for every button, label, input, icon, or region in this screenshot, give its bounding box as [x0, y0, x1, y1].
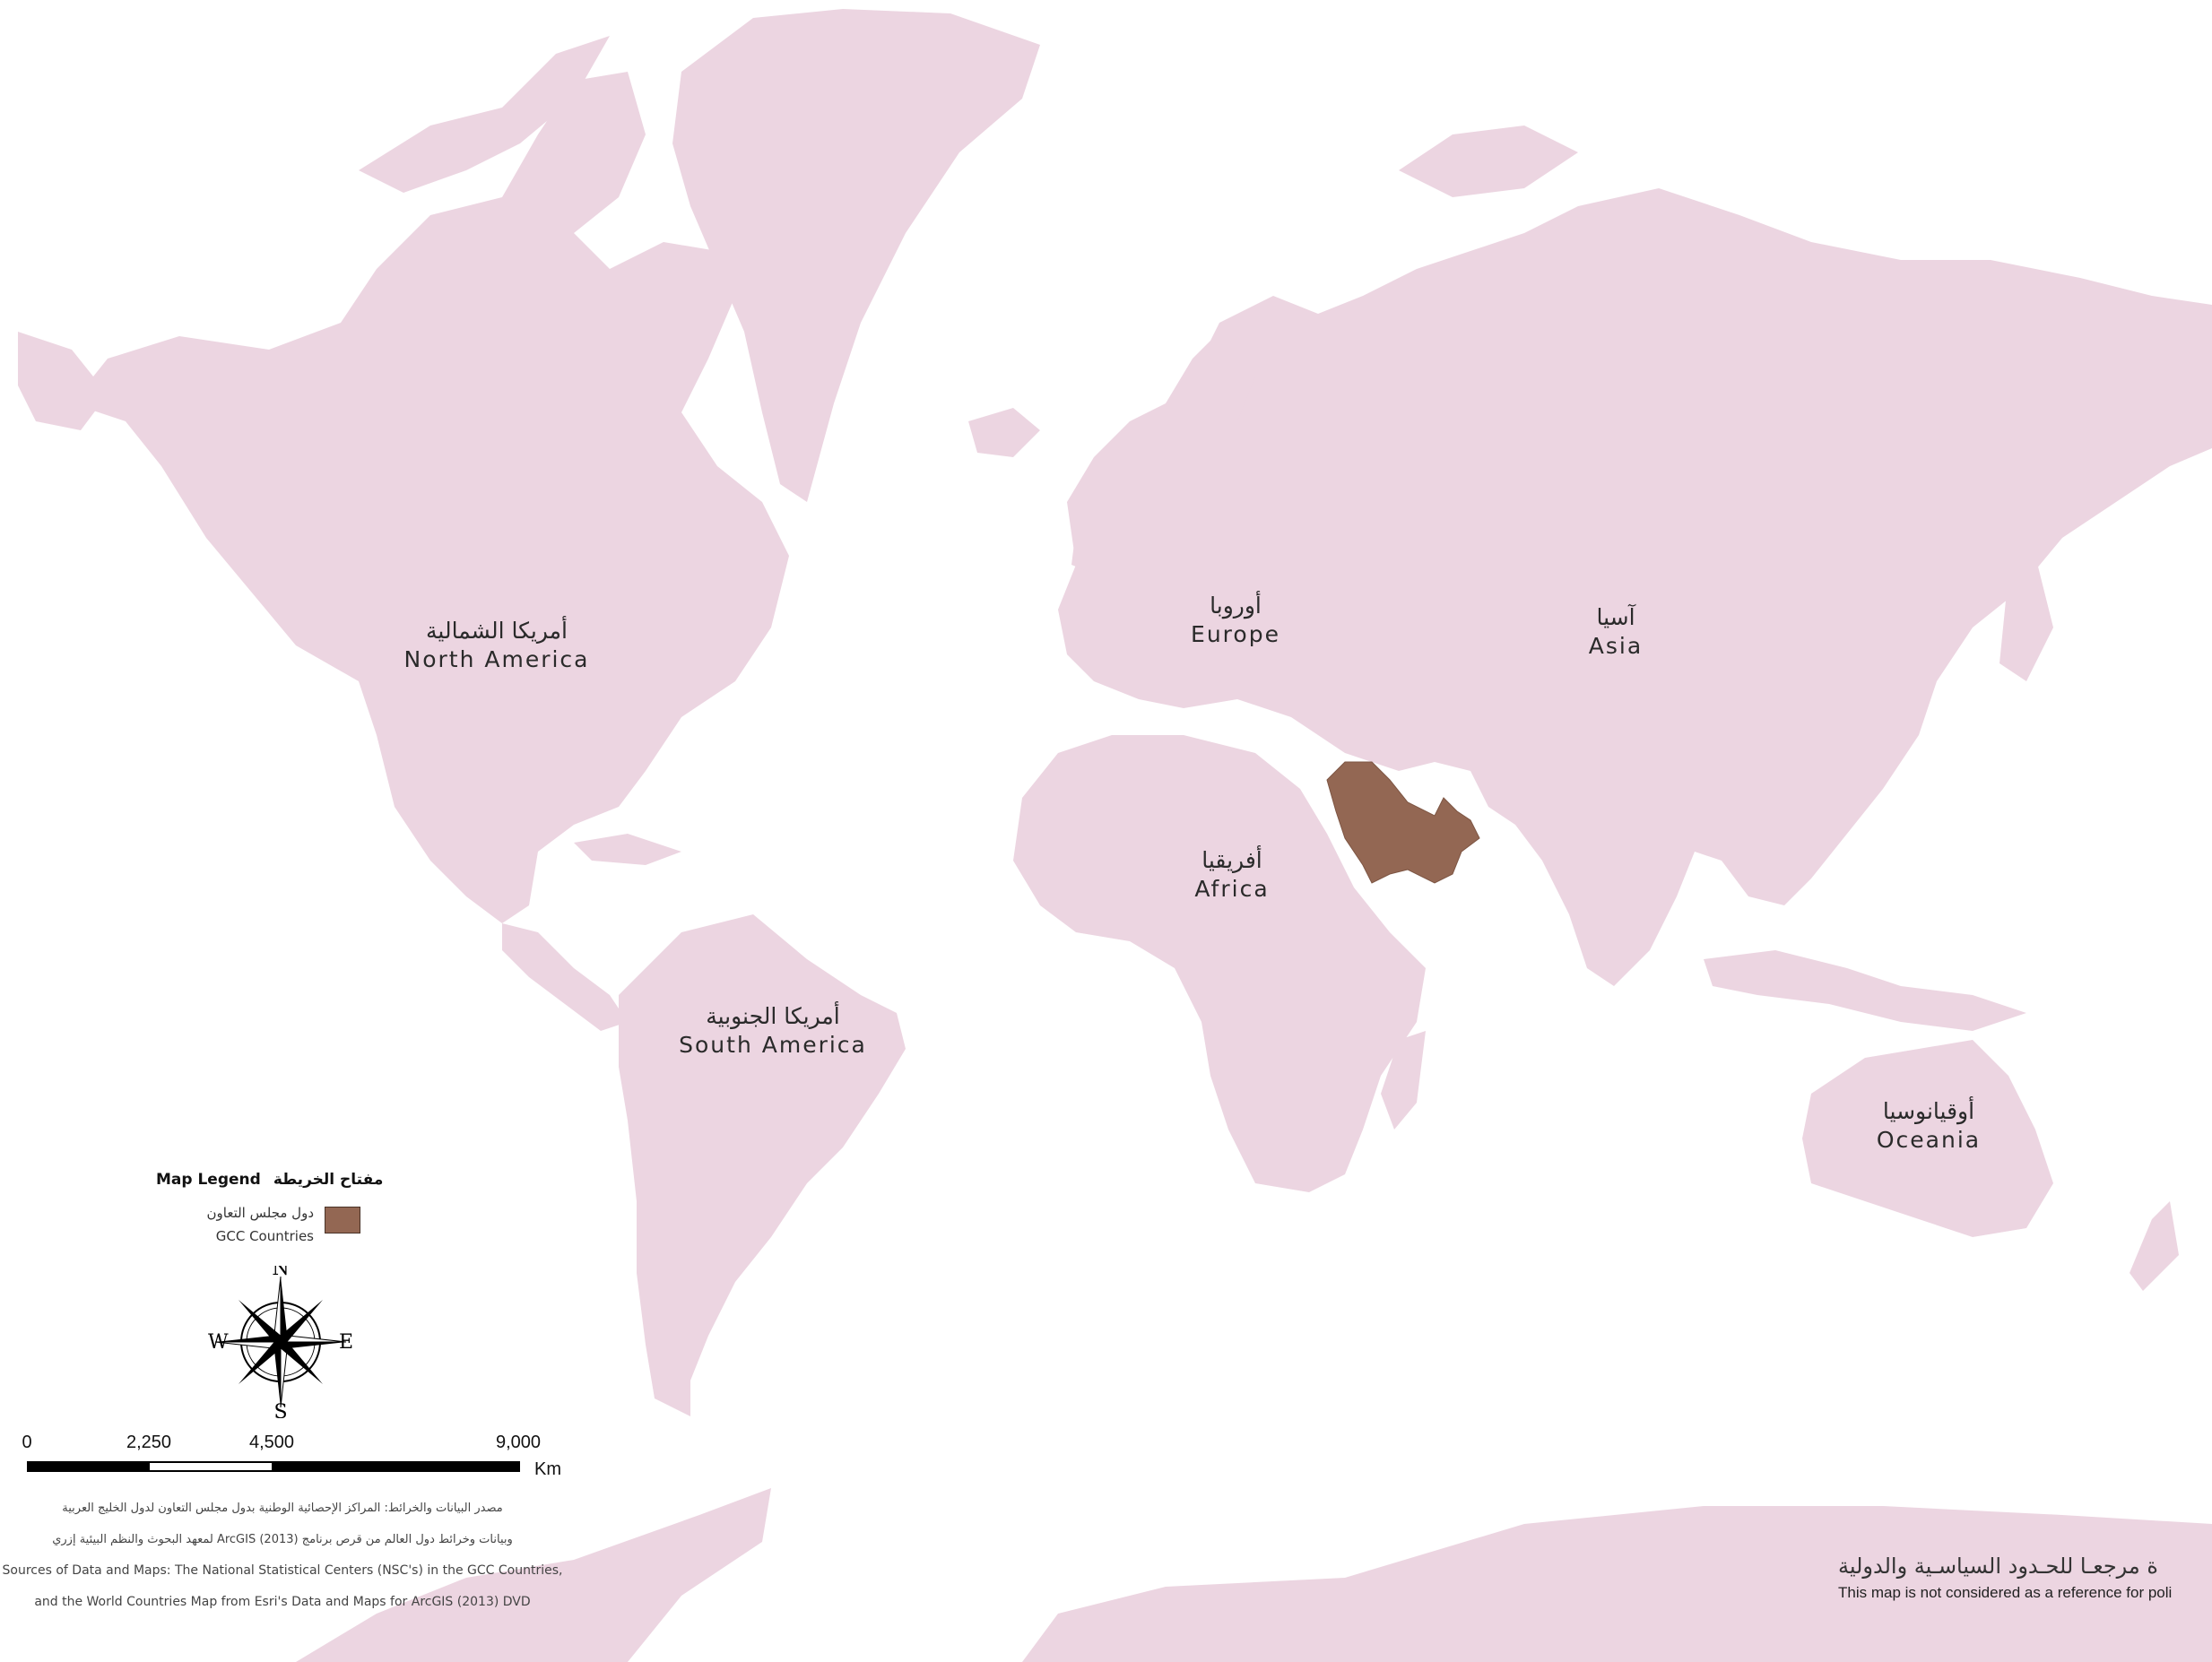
scale-unit: Km [534, 1459, 561, 1479]
compass-rose-icon: N S W E [208, 1266, 353, 1418]
label-europe-ar: أوروبا [1210, 593, 1262, 619]
scale-segment-1 [27, 1461, 150, 1472]
label-africa: أفريقيا Africa [1194, 846, 1269, 904]
label-africa-ar: أفريقيا [1201, 847, 1262, 873]
land-madagascar [1381, 1031, 1426, 1130]
land-antarctica [1022, 1506, 2212, 1662]
land-scandinavia [1166, 323, 1255, 448]
land-antarctic-peninsula [296, 1488, 771, 1662]
compass-n: N [272, 1266, 289, 1280]
land-greenland [672, 9, 1040, 502]
label-asia-ar: آسيا [1596, 604, 1635, 630]
legend-title-en: Map Legend [156, 1171, 261, 1189]
land-iceland [968, 408, 1040, 457]
compass-w: W [208, 1331, 229, 1354]
land-british-isles [1071, 511, 1112, 574]
scale-tick-9000: 9,000 [495, 1433, 542, 1452]
land-alaska-west [18, 332, 108, 430]
scale-tick-0: 0 [22, 1433, 32, 1452]
label-asia: آسيا Asia [1589, 603, 1643, 661]
sources-ar-line2: وبيانات وخرائط دول العالم من قرص برنامج … [52, 1533, 513, 1546]
label-oceania-en: Oceania [1876, 1127, 1982, 1153]
label-africa-en: Africa [1194, 876, 1270, 902]
map-disclaimer: ة مرجعـا للحـدود السياسـية والدولية This… [1838, 1551, 2212, 1605]
sources-ar-line1: مصدر البيانات والخرائط: المراكز الإحصائي… [62, 1502, 503, 1515]
compass-s: S [273, 1401, 287, 1418]
land-south-america [619, 914, 906, 1416]
legend-item-en: GCC Countries [215, 1228, 314, 1244]
label-oceania-ar: أوقيانوسيا [1882, 1098, 1975, 1124]
land-japan [1999, 556, 2053, 681]
legend-item-label: دول مجلس التعاون GCC Countries [170, 1201, 315, 1248]
land-new-zealand [2130, 1201, 2179, 1291]
land-central-america [502, 923, 628, 1031]
legend-item-ar: دول مجلس التعاون [206, 1205, 315, 1221]
compass-e: E [339, 1331, 353, 1354]
label-europe: أوروبا Europe [1191, 592, 1280, 649]
land-siberian-islands [1399, 126, 1578, 197]
label-north-america-ar: أمريكا الشمالية [426, 618, 568, 644]
label-asia-en: Asia [1588, 633, 1644, 659]
label-north-america-en: North America [403, 646, 590, 672]
label-south-america-en: South America [679, 1032, 867, 1058]
scale-bar: 0 2,250 4,500 9,000 Km [18, 1433, 574, 1486]
legend-title-ar: مفتاح الخريطة [273, 1171, 384, 1189]
land-canada-islands [359, 36, 610, 193]
label-south-america-ar: أمريكا الجنوبية [706, 1003, 840, 1029]
label-oceania: أوقيانوسيا Oceania [1877, 1097, 1981, 1155]
map-sources: مصدر البيانات والخرائط: المراكز الإحصائي… [0, 1493, 565, 1618]
disclaimer-en: This map is not considered as a referenc… [1838, 1584, 2173, 1601]
land-australia [1802, 1040, 2053, 1237]
disclaimer-ar: ة مرجعـا للحـدود السياسـية والدولية [1838, 1554, 2158, 1579]
scale-tick-2250: 2,250 [126, 1433, 172, 1452]
gcc-countries-region [1326, 761, 1480, 884]
scale-tick-4500: 4,500 [248, 1433, 295, 1452]
scale-segment-2 [148, 1461, 273, 1472]
land-eurasia [1058, 188, 2212, 986]
legend-swatch-gcc [325, 1207, 360, 1234]
land-north-america [72, 72, 789, 923]
land-caribbean [574, 834, 681, 865]
scale-segment-3 [272, 1461, 520, 1472]
sources-en-line2: and the World Countries Map from Esri's … [34, 1595, 531, 1609]
sources-en-line1: Sources of Data and Maps: The National S… [2, 1563, 563, 1578]
label-north-america: أمريكا الشمالية North America [404, 617, 590, 674]
label-south-america: أمريكا الجنوبية South America [679, 1002, 867, 1060]
land-southeast-asia-islands [1704, 950, 2026, 1031]
legend-title: Map Legend مفتاح الخريطة [156, 1171, 383, 1189]
land-africa [1013, 735, 1426, 1192]
label-europe-en: Europe [1191, 621, 1280, 647]
